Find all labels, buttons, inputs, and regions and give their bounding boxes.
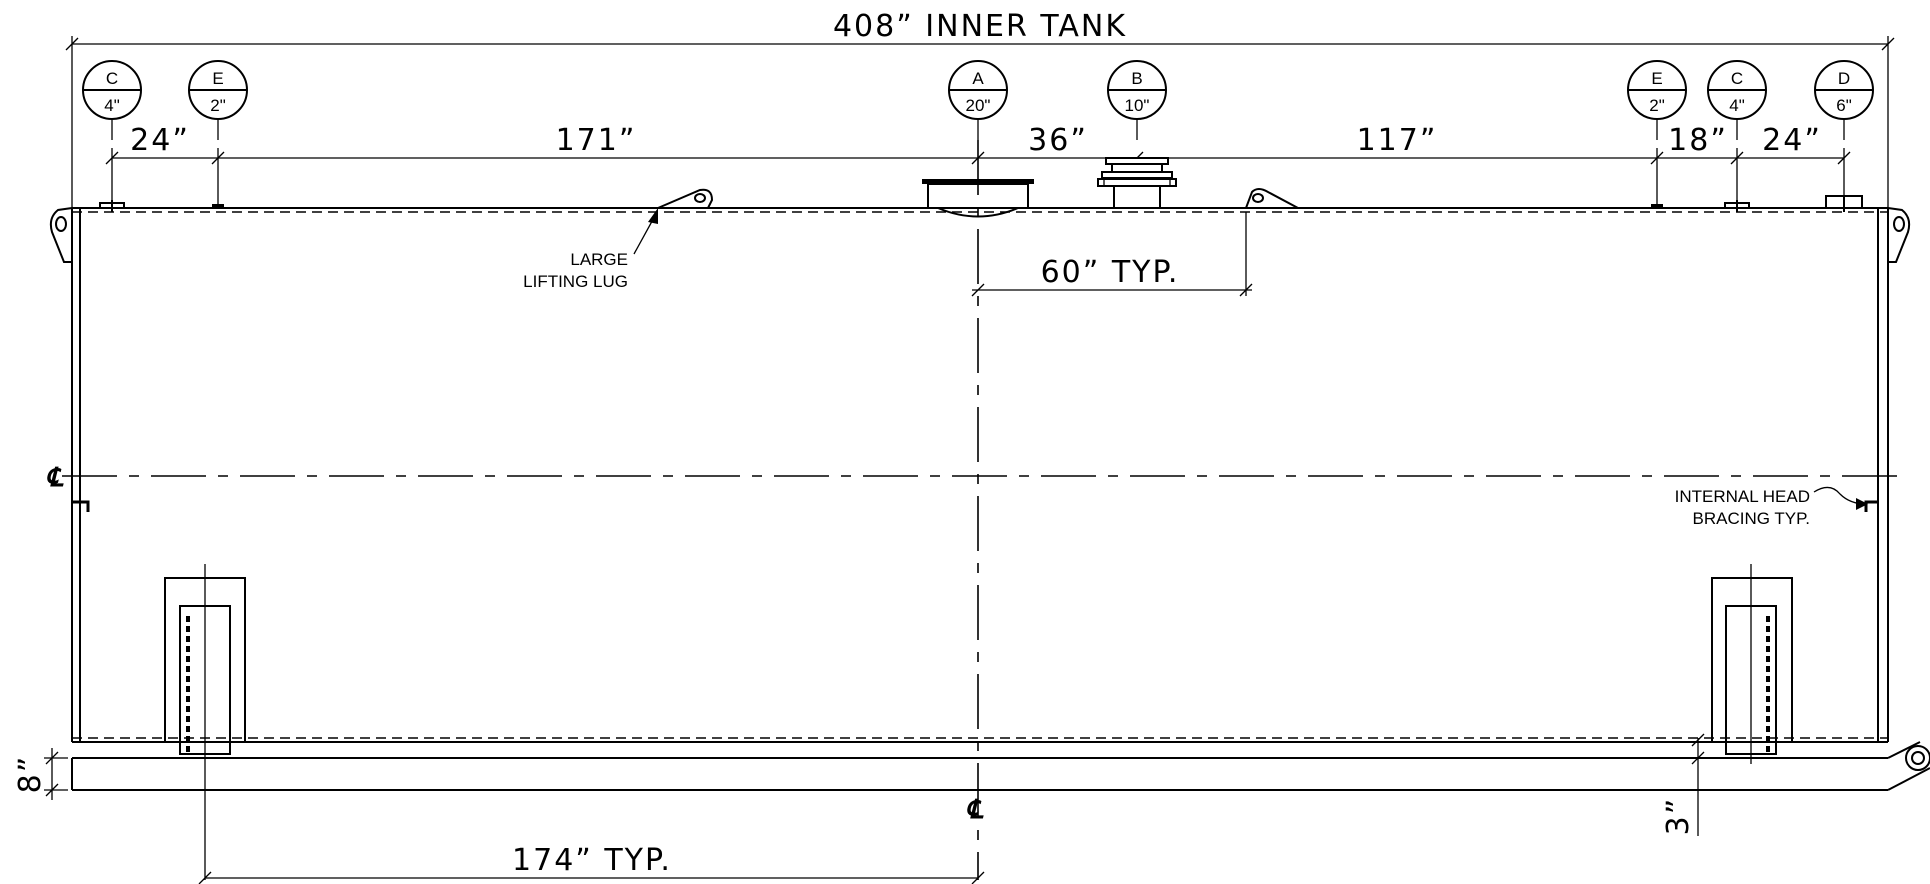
nozzle-letter: C xyxy=(106,69,118,88)
nozzle-size: 4" xyxy=(1729,96,1745,115)
nozzle-b xyxy=(1097,157,1177,209)
dim-117: 117” xyxy=(1357,123,1438,158)
dim-18: 18” xyxy=(1668,123,1728,158)
lug-spacing-dimension: 60” TYP. xyxy=(971,212,1253,297)
lifting-lug-note: LARGE LIFTING LUG xyxy=(523,208,658,291)
large-lifting-lug-left xyxy=(657,188,714,209)
nozzle-size: 10" xyxy=(1125,96,1150,115)
nozzle-bubble-e-left: E 2" xyxy=(188,60,248,140)
dim-24-left: 24” xyxy=(130,123,190,158)
nozzle-bubble-c-left: C 4" xyxy=(82,60,142,140)
dim-3: 3” xyxy=(1661,797,1696,836)
nozzle-bubble-b: B 10" xyxy=(1107,60,1167,140)
horizontal-centerline: ℄ xyxy=(46,463,1900,493)
saddle-left xyxy=(164,564,246,880)
nozzle-letter: E xyxy=(1651,69,1662,88)
nozzle-c-left xyxy=(99,200,125,212)
nozzle-size: 6" xyxy=(1836,96,1852,115)
head-bracing-right: INTERNAL HEAD BRACING TYP. xyxy=(1675,486,1878,528)
head-bracing-left xyxy=(72,500,90,512)
end-lifting-lug-right xyxy=(1887,206,1911,263)
nozzle-letter: D xyxy=(1838,69,1850,88)
nozzle-size: 2" xyxy=(1649,96,1665,115)
skid-height-dimension: 8” xyxy=(13,748,68,800)
centerline-symbol: ℄ xyxy=(46,463,64,493)
nozzle-e-left xyxy=(212,204,224,208)
dim-174-typ: 174” TYP. xyxy=(512,843,672,878)
nozzle-e-right xyxy=(1651,204,1663,208)
dim-8: 8” xyxy=(13,755,48,794)
saddle-spacing-dimension: 174” TYP. xyxy=(198,843,985,884)
nozzle-size: 20" xyxy=(966,96,991,115)
dim-36: 36” xyxy=(1028,123,1088,158)
nozzle-size: 4" xyxy=(104,96,120,115)
nozzle-bubble-a: A 20" xyxy=(948,60,1008,140)
overall-dimension: 408” INNER TANK xyxy=(65,9,1895,210)
nozzle-bubble-e-right: E 2" xyxy=(1627,60,1687,140)
nozzle-size: 2" xyxy=(210,96,226,115)
drawing-title: 408” INNER TANK xyxy=(833,9,1127,44)
nozzle-d xyxy=(1825,195,1863,212)
vertical-centerline: ℄ xyxy=(966,140,984,880)
nozzle-letter: E xyxy=(212,69,223,88)
skid-base xyxy=(71,741,1930,791)
lifting-lug-note-line2: LIFTING LUG xyxy=(523,272,628,291)
dim-171: 171” xyxy=(556,123,637,158)
nozzle-bubble-d: D 6" xyxy=(1814,60,1874,140)
nozzle-spacing-dimensions: 24” 171” 36” 117” 18” 24” xyxy=(105,123,1851,205)
nozzle-letter: C xyxy=(1731,69,1743,88)
head-bracing-note-line2: BRACING TYP. xyxy=(1693,509,1810,528)
end-lifting-lug-left xyxy=(49,206,73,263)
centerline-symbol: ℄ xyxy=(966,795,984,825)
skid-offset-dimension: 3” xyxy=(1661,733,1705,836)
nozzle-letter: A xyxy=(972,69,984,88)
large-lifting-lug-right xyxy=(1244,188,1299,209)
head-bracing-note-line1: INTERNAL HEAD xyxy=(1675,487,1810,506)
dim-60-typ: 60” TYP. xyxy=(1041,255,1180,290)
dim-24-right: 24” xyxy=(1762,123,1822,158)
nozzle-c-right xyxy=(1724,200,1750,212)
saddle-right xyxy=(1711,564,1793,764)
nozzle-bubble-c-right: C 4" xyxy=(1707,60,1767,140)
nozzle-letter: B xyxy=(1131,69,1142,88)
lifting-lug-note-line1: LARGE xyxy=(570,250,628,269)
